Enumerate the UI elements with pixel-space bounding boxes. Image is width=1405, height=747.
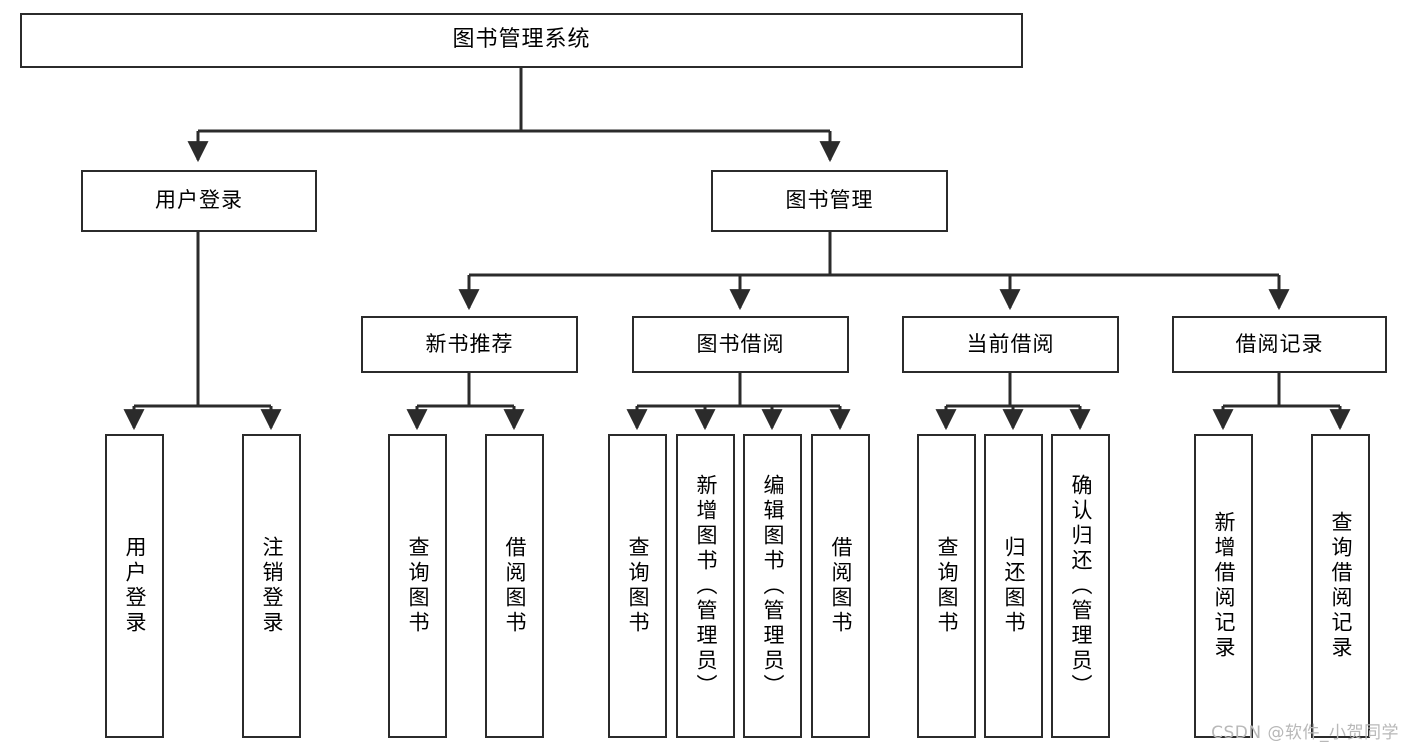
node-label: 归还图书 — [1002, 536, 1026, 636]
node-label: 用户登录 — [155, 188, 243, 213]
node-label: 借阅记录 — [1235, 331, 1324, 356]
node-label: 编辑图书（管理员） — [761, 473, 785, 699]
node-label: 查询图书 — [935, 536, 959, 636]
leaf-borrow-record-query[interactable]: 查询借阅记录 — [1311, 434, 1370, 738]
leaf-user-login-login[interactable]: 用户登录 — [105, 434, 164, 738]
node-label: 借阅图书 — [503, 536, 527, 636]
node-label: 新增借阅记录 — [1212, 511, 1236, 661]
node-label: 新增图书（管理员） — [694, 473, 718, 699]
node-borrow-record[interactable]: 借阅记录 — [1172, 316, 1387, 373]
csdn-watermark: CSDN @软件_小贺同学 — [1211, 723, 1399, 743]
leaf-book-borrow-query[interactable]: 查询图书 — [608, 434, 667, 738]
node-new-book-recommend[interactable]: 新书推荐 — [361, 316, 578, 373]
node-label: 用户登录 — [123, 536, 147, 636]
node-label: 图书借阅 — [696, 331, 785, 356]
node-current-borrow[interactable]: 当前借阅 — [902, 316, 1119, 373]
node-label: 当前借阅 — [966, 331, 1055, 356]
leaf-new-book-borrow[interactable]: 借阅图书 — [485, 434, 544, 738]
node-root-book-management-system[interactable]: 图书管理系统 — [20, 13, 1023, 68]
leaf-new-book-query[interactable]: 查询图书 — [388, 434, 447, 738]
node-label: 注销登录 — [260, 536, 284, 636]
leaf-current-borrow-query[interactable]: 查询图书 — [917, 434, 976, 738]
node-label: 图书管理 — [785, 188, 874, 213]
node-label: 确认归还（管理员） — [1069, 473, 1093, 699]
node-label: 新书推荐 — [425, 331, 514, 356]
node-book-borrow[interactable]: 图书借阅 — [632, 316, 849, 373]
leaf-current-borrow-confirm-return[interactable]: 确认归还（管理员） — [1051, 434, 1110, 738]
leaf-book-borrow-edit[interactable]: 编辑图书（管理员） — [743, 434, 802, 738]
leaf-borrow-record-add[interactable]: 新增借阅记录 — [1194, 434, 1253, 738]
node-label: 借阅图书 — [829, 536, 853, 636]
node-label: 查询图书 — [406, 536, 430, 636]
leaf-user-login-logout[interactable]: 注销登录 — [242, 434, 301, 738]
node-label: 查询借阅记录 — [1329, 511, 1353, 661]
leaf-book-borrow-borrow[interactable]: 借阅图书 — [811, 434, 870, 738]
node-user-login[interactable]: 用户登录 — [81, 170, 317, 232]
leaf-current-borrow-return[interactable]: 归还图书 — [984, 434, 1043, 738]
leaf-book-borrow-add[interactable]: 新增图书（管理员） — [676, 434, 735, 738]
node-label: 查询图书 — [626, 536, 650, 636]
node-book-management[interactable]: 图书管理 — [711, 170, 948, 232]
node-label: 图书管理系统 — [452, 27, 591, 53]
